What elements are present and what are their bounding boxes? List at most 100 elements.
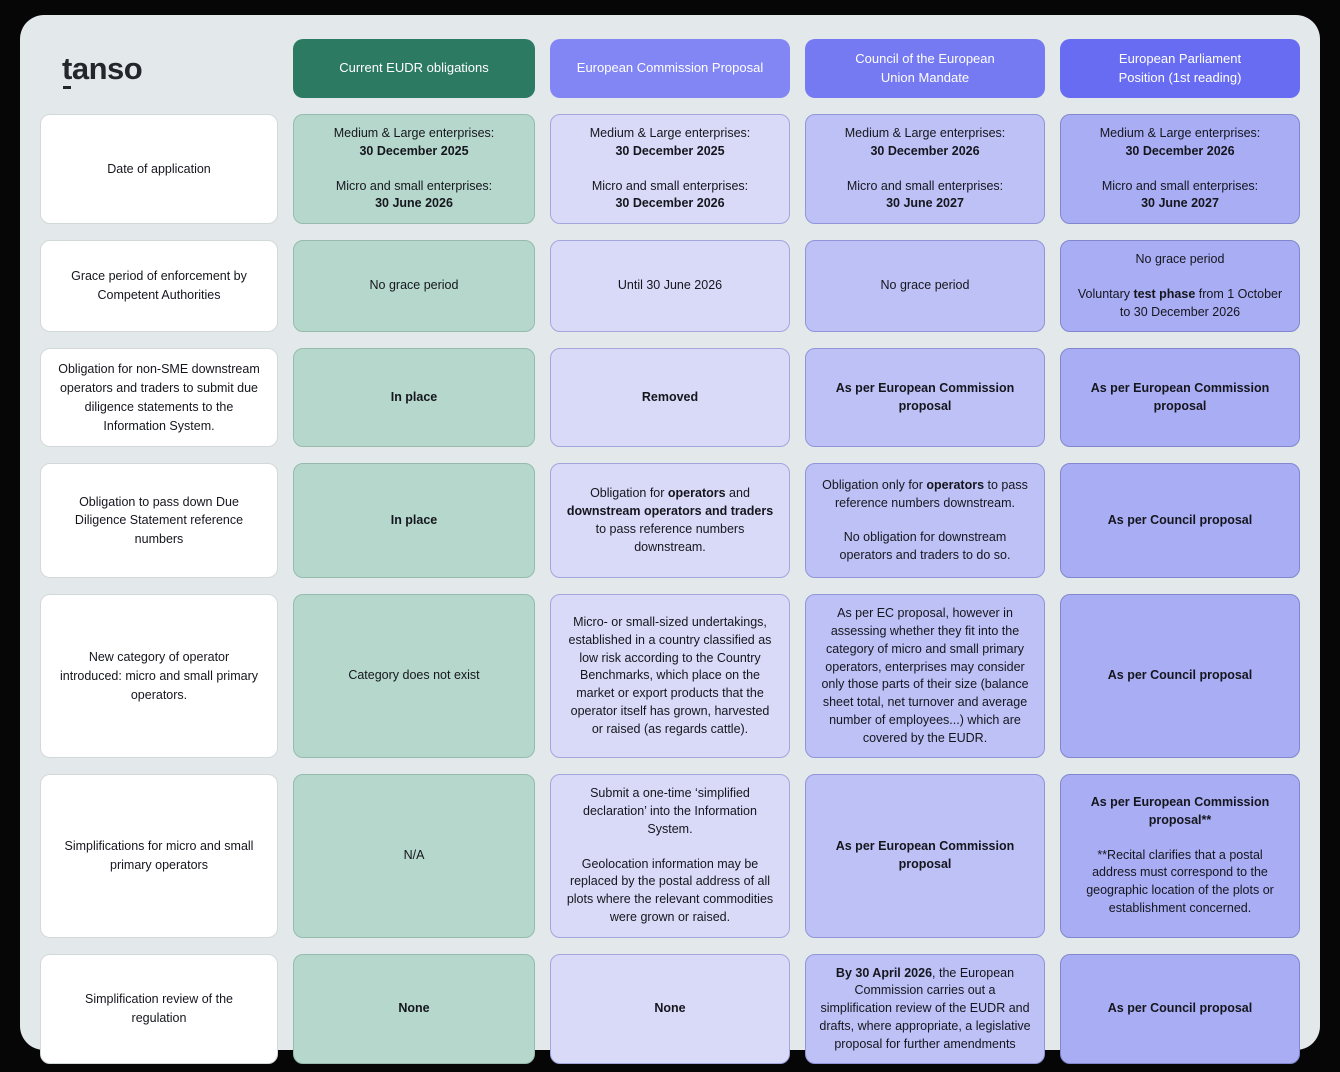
cell-row6-parliament-position: As per European Commission proposal** **R… — [1060, 774, 1300, 938]
cell-text-block: Medium & Large enterprises: 30 December 2… — [845, 125, 1006, 161]
cell-text-block: As per Council proposal — [1108, 667, 1252, 685]
cell-text-block: In place — [391, 389, 438, 407]
cell-paragraph: 30 December 2025 — [590, 143, 751, 161]
cell-text-bold: 30 December 2026 — [870, 143, 980, 158]
cell-paragraph: As per EC proposal, however in assessing… — [819, 605, 1031, 747]
cell-paragraph: 30 December 2025 — [334, 143, 495, 161]
cell-row7-current-eudr: None — [293, 953, 535, 1065]
cell-row2-council-mandate: No grace period — [805, 240, 1045, 333]
cell-text-block: Micro and small enterprises:30 June 2027 — [1102, 178, 1258, 214]
cell-text-block: As per Council proposal — [1108, 512, 1252, 530]
cell-text: N/A — [403, 848, 425, 862]
cell-text-block: **Recital clarifies that a postal addres… — [1074, 847, 1286, 918]
cell-text-block: As per Council proposal — [1108, 1000, 1252, 1018]
cell-text-bold: 30 December 2025 — [615, 143, 725, 158]
cell-text-block: No grace period — [881, 277, 970, 295]
cell-text-block: By 30 April 2026, the European Commissio… — [819, 965, 1031, 1054]
cell-text-block: None — [398, 1000, 429, 1018]
cell-text-block: As per EC proposal, however in assessing… — [819, 605, 1031, 747]
cell-row4-ec-proposal: Obligation for operators and downstream … — [550, 463, 790, 579]
cell-paragraph: By 30 April 2026, the European Commissio… — [819, 965, 1031, 1054]
cell-row7-ec-proposal: None — [550, 953, 790, 1065]
cell-text: Obligation for — [590, 486, 668, 501]
row-label-7: Simplification review of the regulation — [40, 953, 278, 1065]
cell-row3-ec-proposal: Removed — [550, 348, 790, 448]
cell-paragraph: In place — [391, 389, 438, 407]
cell-paragraph: Medium & Large enterprises: — [1100, 125, 1261, 143]
cell-text-bold: operators — [667, 486, 726, 501]
cell-text-bold: As per Council proposal — [1107, 668, 1253, 683]
cell-text-bold: As per European Commission proposal — [835, 839, 1015, 871]
cell-paragraph: As per European Commission proposal — [819, 380, 1031, 416]
cell-paragraph: No grace period — [370, 277, 459, 295]
cell-text-block: In place — [391, 512, 438, 530]
cell-text-bold: In place — [390, 389, 438, 404]
cell-text-bold: None — [654, 1001, 686, 1015]
cell-text-bold: 30 December 2026 — [615, 196, 725, 211]
cell-row3-current-eudr: In place — [293, 348, 535, 448]
cell-row1-ec-proposal: Medium & Large enterprises:30 December 2… — [550, 114, 790, 224]
cell-text: Submit a one-time ‘simplified declaratio… — [583, 786, 757, 836]
cell-text: Medium & Large enterprises: — [333, 126, 495, 140]
cell-row4-council-mandate: Obligation only for operators to pass re… — [805, 463, 1045, 579]
cell-text: No grace period — [1135, 252, 1225, 266]
cell-paragraph: Micro and small enterprises: — [1102, 178, 1258, 196]
cell-paragraph: 30 December 2026 — [592, 195, 748, 213]
cell-paragraph: Obligation for operators and downstream … — [564, 485, 776, 556]
cell-paragraph: Submit a one-time ‘simplified declaratio… — [564, 785, 776, 838]
cell-text: to pass reference numbers downstream. — [595, 521, 745, 554]
cell-text: Obligation only for — [822, 477, 927, 492]
cell-text-block: As per European Commission proposal — [819, 838, 1031, 874]
cell-row6-council-mandate: As per European Commission proposal — [805, 774, 1045, 938]
cell-text-block: As per European Commission proposal — [819, 380, 1031, 416]
cell-text: Voluntary — [1077, 286, 1134, 301]
row-label-1: Date of application — [40, 114, 278, 224]
cell-paragraph: Micro and small enterprises: — [847, 178, 1003, 196]
cell-row2-current-eudr: No grace period — [293, 240, 535, 333]
cell-text-block: Micro and small enterprises:30 June 2027 — [847, 178, 1003, 214]
cell-text-block: Medium & Large enterprises:30 December 2… — [590, 125, 751, 161]
cell-text-block: Removed — [642, 389, 698, 407]
logo-letter-t-underlined: t — [62, 51, 72, 89]
cell-text-block: N/A — [404, 847, 425, 865]
cell-paragraph: As per Council proposal — [1108, 667, 1252, 685]
cell-paragraph: **Recital clarifies that a postal addres… — [1074, 847, 1286, 918]
cell-text-bold: As per Council proposal — [1107, 1001, 1253, 1015]
cell-row5-current-eudr: Category does not exist — [293, 594, 535, 759]
cell-text-block: No grace period — [370, 277, 459, 295]
cell-text-block: Micro and small enterprises:30 June 2026 — [336, 178, 492, 214]
cell-paragraph: As per European Commission proposal** — [1074, 794, 1286, 830]
cell-paragraph: No grace period — [881, 277, 970, 295]
column-header-parliament-position: European Parliament Position (1st readin… — [1060, 39, 1300, 98]
cell-row6-current-eudr: N/A — [293, 774, 535, 938]
cell-text: Micro and small enterprises: — [846, 178, 1004, 193]
cell-text: and — [725, 486, 750, 501]
cell-text-block: Micro- or small-sized undertakings, esta… — [564, 614, 776, 738]
cell-text-bold: 30 December 2025 — [359, 143, 469, 158]
cell-text-block: Medium & Large enterprises:30 December 2… — [1100, 125, 1261, 161]
logo-text: tanso — [62, 51, 143, 89]
cell-text: Medium & Large enterprises: — [844, 126, 1006, 140]
cell-text-block: Medium & Large enterprises: 30 December 2… — [334, 125, 495, 161]
cell-paragraph: As per European Commission proposal — [819, 838, 1031, 874]
cell-paragraph: Micro and small enterprises: — [592, 178, 748, 196]
cell-row4-parliament-position: As per Council proposal — [1060, 463, 1300, 579]
cell-text-bold: Removed — [641, 389, 699, 404]
row-label-4: Obligation to pass down Due Diligence St… — [40, 463, 278, 579]
cell-paragraph: No grace period — [1136, 251, 1225, 269]
cell-text-bold: None — [398, 1001, 430, 1015]
cell-paragraph: Obligation only for operators to pass re… — [819, 477, 1031, 513]
cell-text-bold: In place — [390, 512, 438, 527]
cell-text: Until 30 June 2026 — [617, 278, 723, 293]
cell-text-bold: As per European Commission proposal — [1090, 381, 1270, 413]
cell-text-bold: downstream operators and traders — [566, 504, 774, 518]
row-label-3: Obligation for non-SME downstream operat… — [40, 348, 278, 448]
cell-row3-parliament-position: As per European Commission proposal — [1060, 348, 1300, 448]
cell-row1-parliament-position: Medium & Large enterprises:30 December 2… — [1060, 114, 1300, 224]
cell-text: Micro- or small-sized undertakings, esta… — [568, 615, 772, 736]
cell-text-block: Obligation for operators and downstream … — [564, 485, 776, 556]
cell-paragraph: Micro and small enterprises: — [336, 178, 492, 196]
cell-text: No grace period — [880, 278, 970, 293]
cell-text-bold: As per European Commission proposal — [835, 381, 1015, 413]
